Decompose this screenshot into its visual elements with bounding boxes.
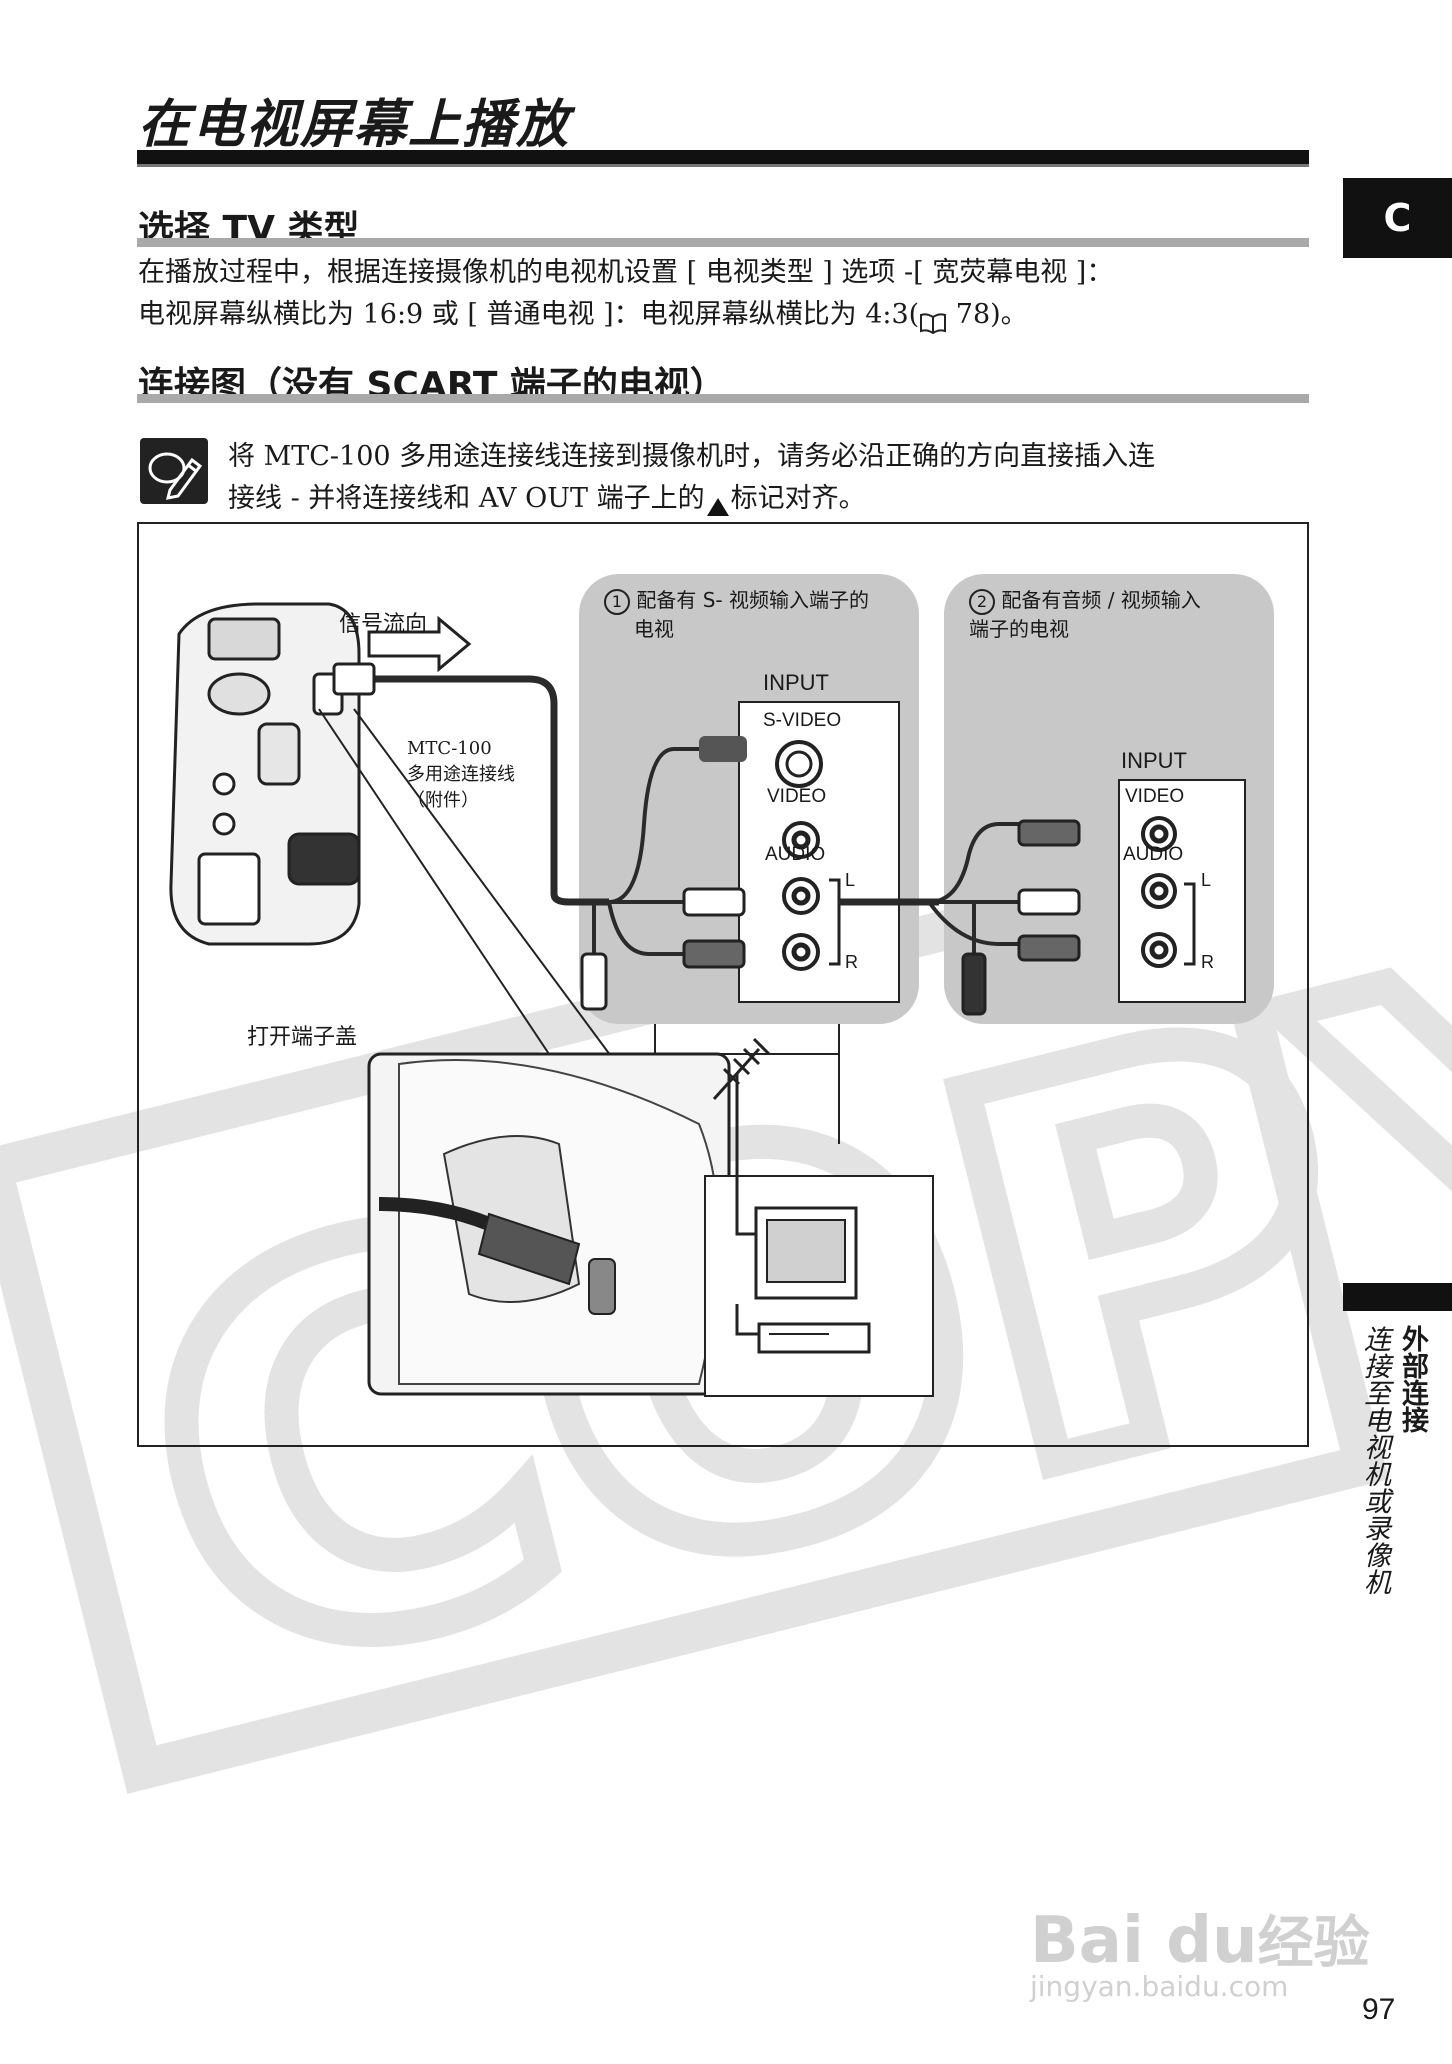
page-title: 在电视屏幕上播放 xyxy=(138,95,571,155)
panel1-line2: 电视 xyxy=(634,617,674,641)
open-cover-label: 打开端子盖 xyxy=(247,1025,358,1050)
signal-arrow-icon xyxy=(367,615,472,673)
panel2-line2: 端子的电视 xyxy=(969,617,1069,641)
svideo-port xyxy=(775,740,823,788)
page-number: 97 xyxy=(1362,1993,1396,2026)
side-section-title: 外部连接 连接至电视机或录像机 xyxy=(1350,1325,1434,1625)
audio-label-2: AUDIO xyxy=(1123,844,1184,865)
note-pencil-icon xyxy=(140,438,208,504)
l-label-1: L xyxy=(845,870,856,890)
panel1-caption: 1 配备有 S- 视频输入端子的 电视 xyxy=(604,586,869,643)
section1-line2-text: 电视屏幕纵横比为 16:9 或 [ 普通电视 ]：电视屏幕纵横比为 4:3( xyxy=(138,299,920,330)
svideo-plug xyxy=(699,736,747,762)
panel2-caption: 2 配备有音频 / 视频输入 端子的电视 xyxy=(969,586,1201,643)
baidu-watermark-url: jingyan.baidu.com xyxy=(1030,1970,1289,2003)
rca-plug-red xyxy=(682,939,746,969)
page-reference: 78)。 xyxy=(947,299,1028,330)
triangle-icon xyxy=(705,489,731,516)
cable-label: MTC-100 多用途连接线 （附件） xyxy=(407,736,515,814)
audio-r-port-2 xyxy=(1141,932,1177,968)
connection-diagram: 信号流向 MTC-100 多用途连接线 （附件） 打开端子盖 1 配备有 S- … xyxy=(137,522,1309,1447)
note-line2-text: 接线 - 并将连接线和 AV OUT 端子上的 xyxy=(228,483,705,514)
video-port-1 xyxy=(782,821,820,859)
cable-label-line1: MTC-100 xyxy=(407,738,492,759)
baidu-watermark-jingyan: 经验 xyxy=(1257,1911,1370,1976)
input-box-2 xyxy=(1118,779,1246,1003)
svideo-label: S-VIDEO xyxy=(763,710,842,731)
video-port-2 xyxy=(1141,816,1177,852)
r-label-1: R xyxy=(845,952,858,972)
rca-plug-yellow-loose xyxy=(580,952,608,1011)
side-title-main: 外部连接 xyxy=(1397,1325,1428,1433)
section-side-tab xyxy=(1343,1283,1452,1311)
baidu-watermark-text: Bai du xyxy=(1030,1904,1258,1978)
note-line2-tail: 标记对齐。 xyxy=(730,483,866,514)
panel1-number: 1 xyxy=(604,589,630,615)
camcorder-illustration xyxy=(169,602,376,946)
title-rule-shadow xyxy=(137,164,1309,167)
panel2-line1: 配备有音频 / 视频输入 xyxy=(1001,588,1201,612)
diagram-svg xyxy=(169,574,1274,1397)
side-title-sub: 连接至电视机或录像机 xyxy=(1359,1325,1390,1595)
svideo-port-inner xyxy=(785,750,813,778)
cable-label-line3: （附件） xyxy=(407,790,479,811)
title-rule xyxy=(137,150,1309,164)
note-line1: 将 MTC-100 多用途连接线连接到摄像机时，请务必沿正确的方向直接插入连 xyxy=(228,441,1156,472)
section1-paragraph: 在播放过程中，根据连接摄像机的电视机设置 [ 电视类型 ] 选项 -[ 宽荧幕电… xyxy=(138,252,1113,336)
audio-r-port-1 xyxy=(782,933,820,971)
panel2-number: 2 xyxy=(969,589,995,615)
antenna-icon xyxy=(712,1037,771,1134)
input-label-2: INPUT xyxy=(1121,748,1187,773)
r-label-2: R xyxy=(1201,952,1214,972)
baidu-watermark: Bai du经验 xyxy=(1030,1898,1370,1979)
cable-label-line2: 多用途连接线 xyxy=(407,764,515,785)
note-text: 将 MTC-100 多用途连接线连接到摄像机时，请务必沿正确的方向直接插入连 接… xyxy=(228,436,1155,520)
l-label-2: L xyxy=(1201,870,1212,890)
book-icon xyxy=(919,305,947,334)
audio-l-port-2 xyxy=(1141,873,1177,909)
section2-rule xyxy=(137,394,1309,403)
section1-rule xyxy=(137,238,1309,247)
av-out-plug xyxy=(332,662,376,696)
note-line2: 接线 - 并将连接线和 AV OUT 端子上的标记对齐。 xyxy=(228,478,1155,520)
section1-line1: 在播放过程中，根据连接摄像机的电视机设置 [ 电视类型 ] 选项 -[ 宽荧幕电… xyxy=(138,257,1114,288)
video-label-1: VIDEO xyxy=(767,786,827,807)
signal-flow-label: 信号流向 xyxy=(339,612,428,637)
main-cable xyxy=(339,675,609,906)
vcr-icon xyxy=(757,1322,871,1354)
inset-illustration xyxy=(378,1059,720,1385)
audio-label-1: AUDIO xyxy=(765,844,826,865)
chapter-tab: C xyxy=(1343,178,1452,258)
rca-plug-white xyxy=(682,887,746,917)
panel1-line1: 配备有 S- 视频输入端子的 xyxy=(636,588,869,612)
audio-l-port-1 xyxy=(782,877,820,915)
input-label-1: INPUT xyxy=(763,670,829,695)
section1-line2: 电视屏幕纵横比为 16:9 或 [ 普通电视 ]：电视屏幕纵横比为 4:3( 7… xyxy=(138,294,1113,336)
video-label-2: VIDEO xyxy=(1125,786,1185,807)
